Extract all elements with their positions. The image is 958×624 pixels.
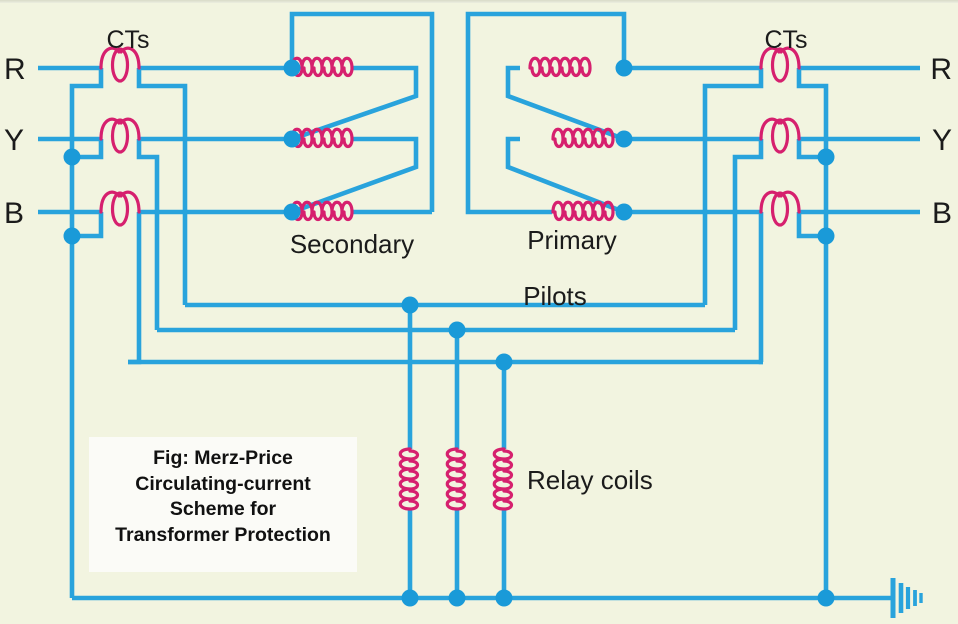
junction-dot-rail-3: [495, 589, 513, 607]
caption-line-3: Scheme for: [169, 498, 277, 520]
pilots-label: Pilots: [523, 281, 587, 311]
secondary-coil-Y: [290, 127, 354, 149]
junction-dot-pilot-2: [448, 321, 466, 339]
primary-delta-link-Y-B: [505, 136, 625, 215]
primary-coil-B: [551, 200, 615, 222]
ct-Y-left-lead-left: [72, 139, 104, 160]
ct-B-right-icon: [759, 190, 801, 227]
ct-symbol-group-left: [99, 46, 141, 227]
ct-Y-right-icon: [759, 117, 801, 154]
ct-B-right-lead-left: [758, 212, 764, 365]
secondary-coil-R: [290, 56, 354, 78]
junction-dot-left-B: [63, 227, 81, 245]
phase-label-R-left: R: [4, 53, 26, 86]
phase-label-R-right: R: [930, 53, 952, 86]
ct-Y-right-lead-left: [732, 139, 764, 330]
ct-Y-left-icon: [99, 117, 141, 154]
wire-network: [38, 11, 920, 601]
ct-label-left: CTs: [106, 26, 149, 54]
secondary-delta-link-Y-B: [291, 136, 419, 215]
junction-dot-rail-2: [448, 589, 466, 607]
junction-dot-group: [63, 59, 835, 607]
primary-coil-Y: [551, 127, 615, 149]
ct-R-right-lead-left: [702, 68, 764, 305]
secondary-delta-link-R-Y: [291, 65, 419, 142]
relay-coil-2: [445, 447, 467, 511]
relay-coil-group: [398, 447, 514, 511]
primary-delta-outer: [465, 11, 627, 215]
junction-dot-primary-R: [615, 59, 633, 77]
ct-B-left-lead-right: [128, 212, 142, 365]
ct-R-left-lead-left: [69, 68, 104, 598]
ct-B-left-icon: [99, 190, 141, 227]
junction-dot-secondary-Y: [283, 130, 301, 148]
junction-dot-primary-B: [615, 203, 633, 221]
phase-label-B-left: B: [4, 197, 24, 230]
junction-dot-primary-Y: [615, 130, 633, 148]
figure-caption-box: Fig: Merz-Price Circulating-current Sche…: [89, 437, 357, 572]
secondary-delta-outer: [289, 11, 435, 212]
phase-label-Y-left: Y: [4, 124, 24, 157]
caption-line-4: Transformer Protection: [115, 523, 331, 546]
ct-Y-right-lead-right: [796, 139, 826, 160]
ct-B-left-lead-left: [72, 212, 104, 239]
ct-label-right: CTs: [764, 26, 807, 54]
junction-dot-left-Y: [63, 148, 81, 166]
ct-symbol-group-right: [759, 46, 801, 227]
secondary-label: Secondary: [290, 229, 414, 259]
junction-dot-right-Y: [817, 148, 835, 166]
caption-line-2: Circulating-current: [135, 472, 311, 495]
primary-delta-link-R-Y: [505, 65, 625, 142]
junction-dot-secondary-R: [283, 59, 301, 77]
ct-B-right-lead-right: [796, 212, 826, 239]
junction-dot-rail-right: [817, 589, 835, 607]
ct-R-left-lead-right: [136, 68, 188, 305]
relay-coil-3: [492, 447, 514, 511]
junction-dot-secondary-B: [283, 203, 301, 221]
phase-label-B-right: B: [932, 197, 952, 230]
phase-label-Y-right: Y: [932, 124, 952, 157]
junction-dot-pilot-3: [495, 353, 513, 371]
ct-Y-left-lead-right: [136, 139, 160, 330]
ct-R-right-lead-right: [796, 68, 829, 598]
top-edge-strip: [0, 0, 958, 3]
primary-winding-coils: [528, 56, 615, 222]
relay-coil-1: [398, 447, 420, 511]
secondary-coil-B: [290, 200, 354, 222]
earth-ground-icon: [890, 578, 923, 618]
primary-label: Primary: [527, 225, 617, 255]
caption-line-1: Fig: Merz-Price: [153, 447, 293, 469]
primary-coil-R: [528, 56, 592, 78]
relay-coils-label: Relay coils: [527, 465, 653, 495]
junction-dot-pilot-1: [401, 296, 419, 314]
junction-dot-rail-1: [401, 589, 419, 607]
junction-dot-right-B: [817, 227, 835, 245]
